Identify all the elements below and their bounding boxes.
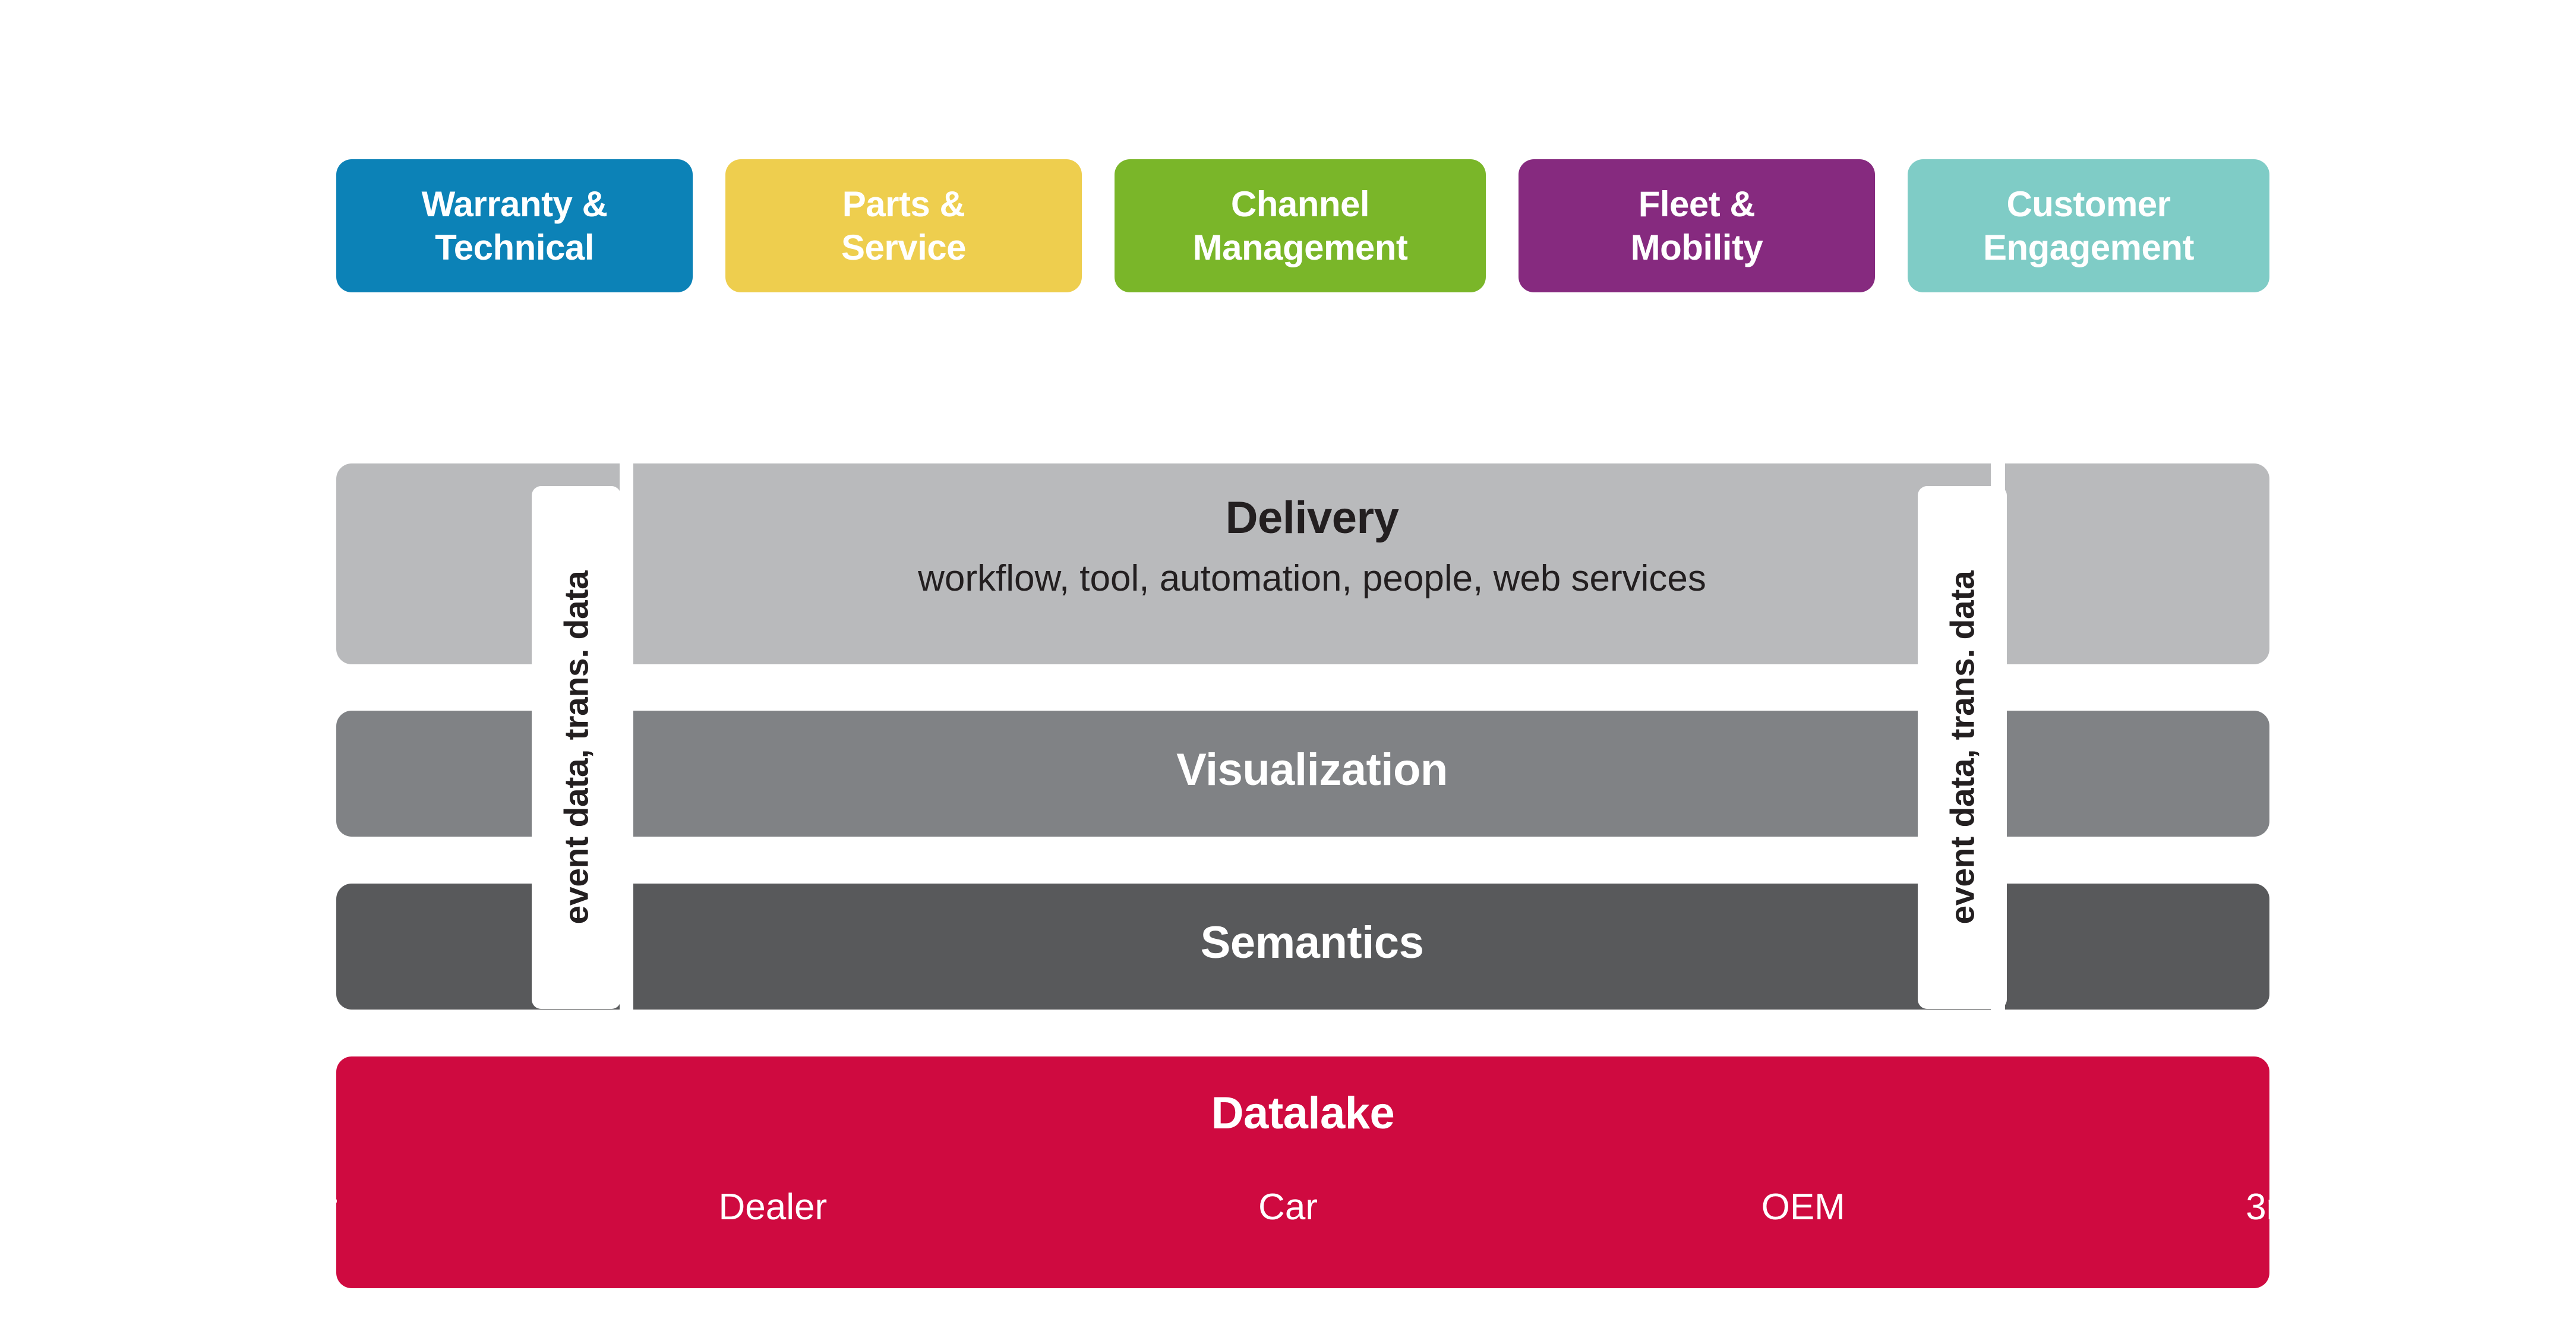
layer-semantics-segment-right <box>2005 884 2269 1010</box>
data-flow-label-left-text: event data, trans. data <box>557 570 595 925</box>
layer-delivery-title: Delivery <box>1225 493 1399 543</box>
capability-pill-channel-management[interactable]: Channel Management <box>1115 159 1486 292</box>
datalake-source-customer: Customer <box>178 1187 337 1228</box>
layer-visualization[interactable] <box>336 711 2269 837</box>
datalake-source-row: Customer Dealer Car OEM 3rd party <box>0 1184 2576 1231</box>
layer-delivery-segment-right <box>2005 463 2269 664</box>
layer-delivery-segment-center <box>633 463 1991 664</box>
datalake-source-car: Car <box>1258 1187 1318 1228</box>
capability-pill-customer-engagement[interactable]: Customer Engagement <box>1908 159 2269 292</box>
capability-pill-label-line2: Engagement <box>1982 228 2195 267</box>
capability-pill-warranty-technical[interactable]: Warranty & Technical <box>336 159 693 292</box>
datalake-panel[interactable]: Datalake <box>336 1056 2269 1288</box>
capability-pill-label-line1: Fleet & <box>1638 184 1756 224</box>
layer-visualization-segment-center <box>633 711 1991 837</box>
data-flow-label-left: event data, trans. data <box>532 486 621 1009</box>
datalake-source-dealer: Dealer <box>718 1187 828 1228</box>
layer-visualization-title: Visualization <box>1176 745 1448 795</box>
layer-semantics-segment-center <box>633 884 1991 1010</box>
capability-pill-label-line2: Mobility <box>1630 228 1763 267</box>
datalake-source-3rd-party: 3rd party <box>2246 1187 2391 1228</box>
capability-pill-label-line2: Management <box>1192 228 1408 267</box>
datalake-source-oem: OEM <box>1761 1187 1845 1228</box>
capability-pill-label-line1: Warranty & <box>421 184 608 224</box>
data-flow-label-right: event data, trans. data <box>1918 486 2007 1009</box>
capability-pill-label-line1: Customer <box>2006 184 2171 224</box>
capability-pill-parts-service[interactable]: Parts & Service <box>725 159 1082 292</box>
capability-pill-label-line2: Technical <box>435 228 594 267</box>
capability-pill-label-line2: Service <box>841 228 967 267</box>
layer-delivery-subtitle: workflow, tool, automation, people, web … <box>918 558 1706 599</box>
datalake-title: Datalake <box>1211 1088 1395 1138</box>
capability-pill-label-line1: Parts & <box>842 184 965 224</box>
layer-visualization-segment-right <box>2005 711 2269 837</box>
capability-pill-label-line1: Channel <box>1230 184 1370 224</box>
data-flow-label-right-text: event data, trans. data <box>1943 570 1981 925</box>
capability-pill-row: Warranty & Technical Parts & Service Cha… <box>336 159 2269 292</box>
capability-pill-fleet-mobility[interactable]: Fleet & Mobility <box>1519 159 1875 292</box>
layer-semantics-title: Semantics <box>1200 917 1424 968</box>
